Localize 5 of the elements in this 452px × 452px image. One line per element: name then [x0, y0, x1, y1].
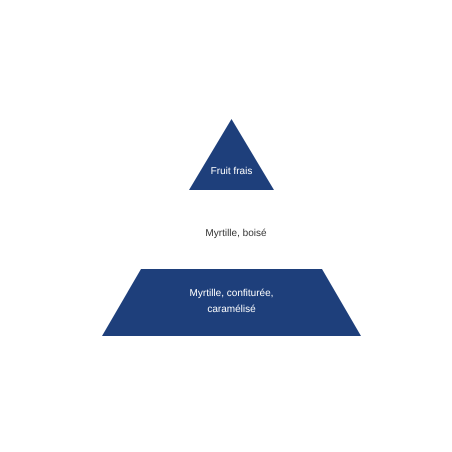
tier-label: Myrtille, boisé	[181, 227, 291, 241]
pyramid-tier	[102, 269, 361, 336]
pyramid-tier	[189, 119, 274, 190]
tier-label: Myrtille, confiturée, caramélisé	[188, 287, 274, 317]
tier-label: Fruit frais	[210, 165, 254, 179]
